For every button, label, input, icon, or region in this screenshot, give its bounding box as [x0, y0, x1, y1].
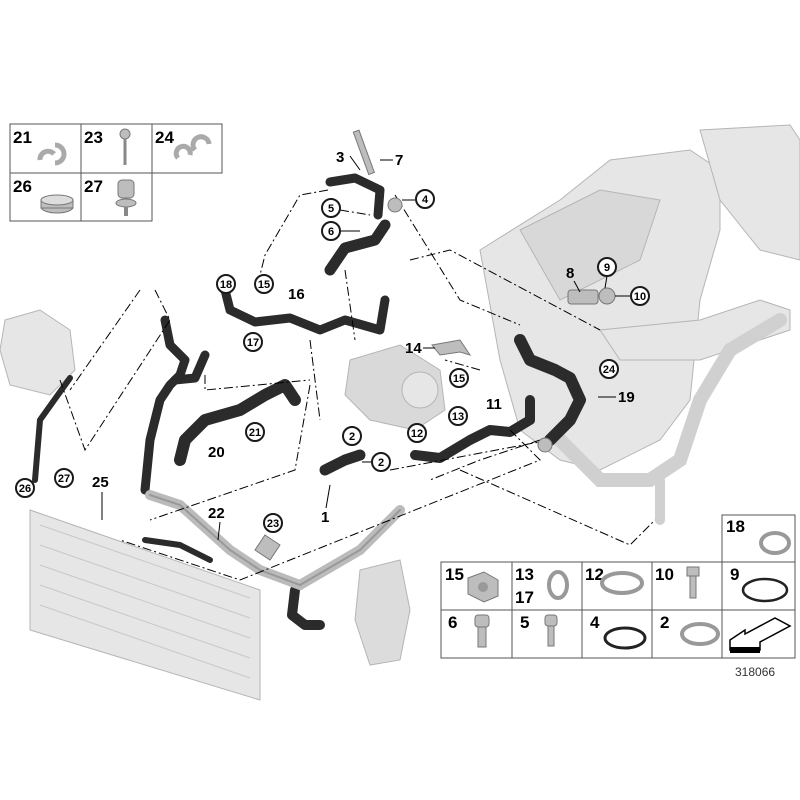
callout-15: 15: [254, 274, 274, 294]
legend-15: 15: [445, 565, 464, 584]
diagram-number: 318066: [735, 665, 775, 679]
hoses: [32, 173, 586, 630]
bolt-icon: [686, 566, 700, 599]
worm-clamp-icon: [600, 571, 644, 595]
legend-26: 26: [13, 177, 32, 196]
svg-text:27: 27: [58, 473, 70, 485]
legend-top-left: 21 23 24 26 27: [9, 123, 223, 222]
callout-6: 6: [321, 221, 360, 241]
double-clip-icon: [173, 134, 212, 160]
callout-2b: 2: [362, 452, 391, 472]
legend-23: 23: [84, 128, 103, 147]
callout-23: 23: [263, 513, 283, 533]
legend-21: 21: [13, 128, 32, 147]
hose-clamp-icon: [759, 531, 791, 555]
svg-text:15: 15: [453, 373, 465, 385]
callout-24: 24: [599, 359, 619, 379]
direction-arrow-icon: [729, 617, 792, 653]
hex-nut-icon: [467, 571, 499, 603]
svg-text:13: 13: [452, 411, 464, 423]
callout-17: 17: [243, 332, 263, 352]
o-ring-icon: [603, 626, 647, 650]
radiator: [29, 509, 261, 701]
svg-text:26: 26: [19, 483, 31, 495]
svg-text:17: 17: [247, 337, 259, 349]
callout-8: 8: [566, 265, 574, 282]
callout-26: 26: [15, 478, 35, 498]
legend-9: 9: [730, 565, 739, 584]
legend-18: 18: [726, 517, 745, 536]
callout-25: 25: [92, 474, 109, 491]
legend-6: 6: [448, 613, 457, 632]
callout-2a: 2: [342, 426, 362, 446]
legend-27: 27: [84, 177, 103, 196]
svg-text:18: 18: [220, 279, 232, 291]
bolt-icon: [544, 614, 558, 647]
hose-clamp-icon: [40, 194, 74, 214]
svg-text:21: 21: [249, 427, 261, 439]
callout-4: 4: [402, 189, 435, 209]
callout-22: 22: [208, 505, 225, 522]
pin-icon: [119, 128, 131, 165]
legend-24: 24: [155, 128, 174, 147]
callout-10: 10: [615, 286, 650, 306]
callout-11: 11: [486, 396, 502, 413]
legend-13: 13: [515, 565, 534, 584]
callout-27: 27: [54, 468, 74, 488]
callout-20: 20: [208, 444, 225, 461]
legend-17: 17: [515, 588, 534, 607]
push-clip-icon: [115, 179, 137, 216]
callout-18: 18: [216, 274, 236, 294]
svg-text:6: 6: [328, 226, 334, 238]
callout-5: 5: [321, 198, 341, 218]
expansion-tank: [0, 309, 76, 396]
diagram-parts: [254, 129, 616, 561]
svg-text:9: 9: [604, 262, 610, 274]
legend-2: 2: [660, 613, 669, 632]
svg-text:4: 4: [422, 194, 429, 206]
water-pump: [344, 344, 446, 666]
spring-clamp-icon: [547, 570, 569, 600]
callout-15b: 15: [449, 368, 469, 388]
clip-icon: [37, 142, 67, 166]
callout-labels: 3 7 16 8 14 19 11 20 1 25 22: [92, 149, 635, 541]
reference-lines: [59, 189, 656, 581]
callout-12: 12: [407, 423, 427, 443]
legend-bottom-right: 18 15 13 17 12 10 9 6 5 4 2 318066: [440, 514, 796, 679]
callout-14: 14: [405, 340, 422, 357]
svg-text:2: 2: [349, 431, 355, 443]
worm-clamp-icon: [680, 622, 720, 646]
svg-text:23: 23: [267, 518, 279, 530]
svg-text:5: 5: [328, 203, 334, 215]
engine-block: [479, 124, 800, 525]
svg-text:10: 10: [634, 291, 646, 303]
callout-7: 7: [395, 152, 403, 169]
callout-3: 3: [336, 149, 344, 166]
legend-5: 5: [520, 613, 529, 632]
legend-12: 12: [585, 565, 604, 584]
svg-text:12: 12: [411, 428, 423, 440]
svg-text:24: 24: [603, 364, 616, 376]
torx-bolt-icon: [474, 614, 490, 648]
callout-21: 21: [245, 422, 265, 442]
legend-10: 10: [655, 565, 674, 584]
svg-text:15: 15: [258, 279, 270, 291]
callout-13: 13: [448, 406, 468, 426]
callout-9: 9: [597, 257, 617, 289]
callout-circles: 4 5 6 18 15 17 9 10 15 24 13 12 2 2 21 2…: [15, 189, 650, 533]
callout-1: 1: [321, 509, 329, 526]
svg-text:2: 2: [378, 457, 384, 469]
seal-ring-icon: [741, 577, 789, 603]
callout-19: 19: [618, 389, 635, 406]
legend-4: 4: [590, 613, 600, 632]
callout-16: 16: [288, 286, 305, 303]
